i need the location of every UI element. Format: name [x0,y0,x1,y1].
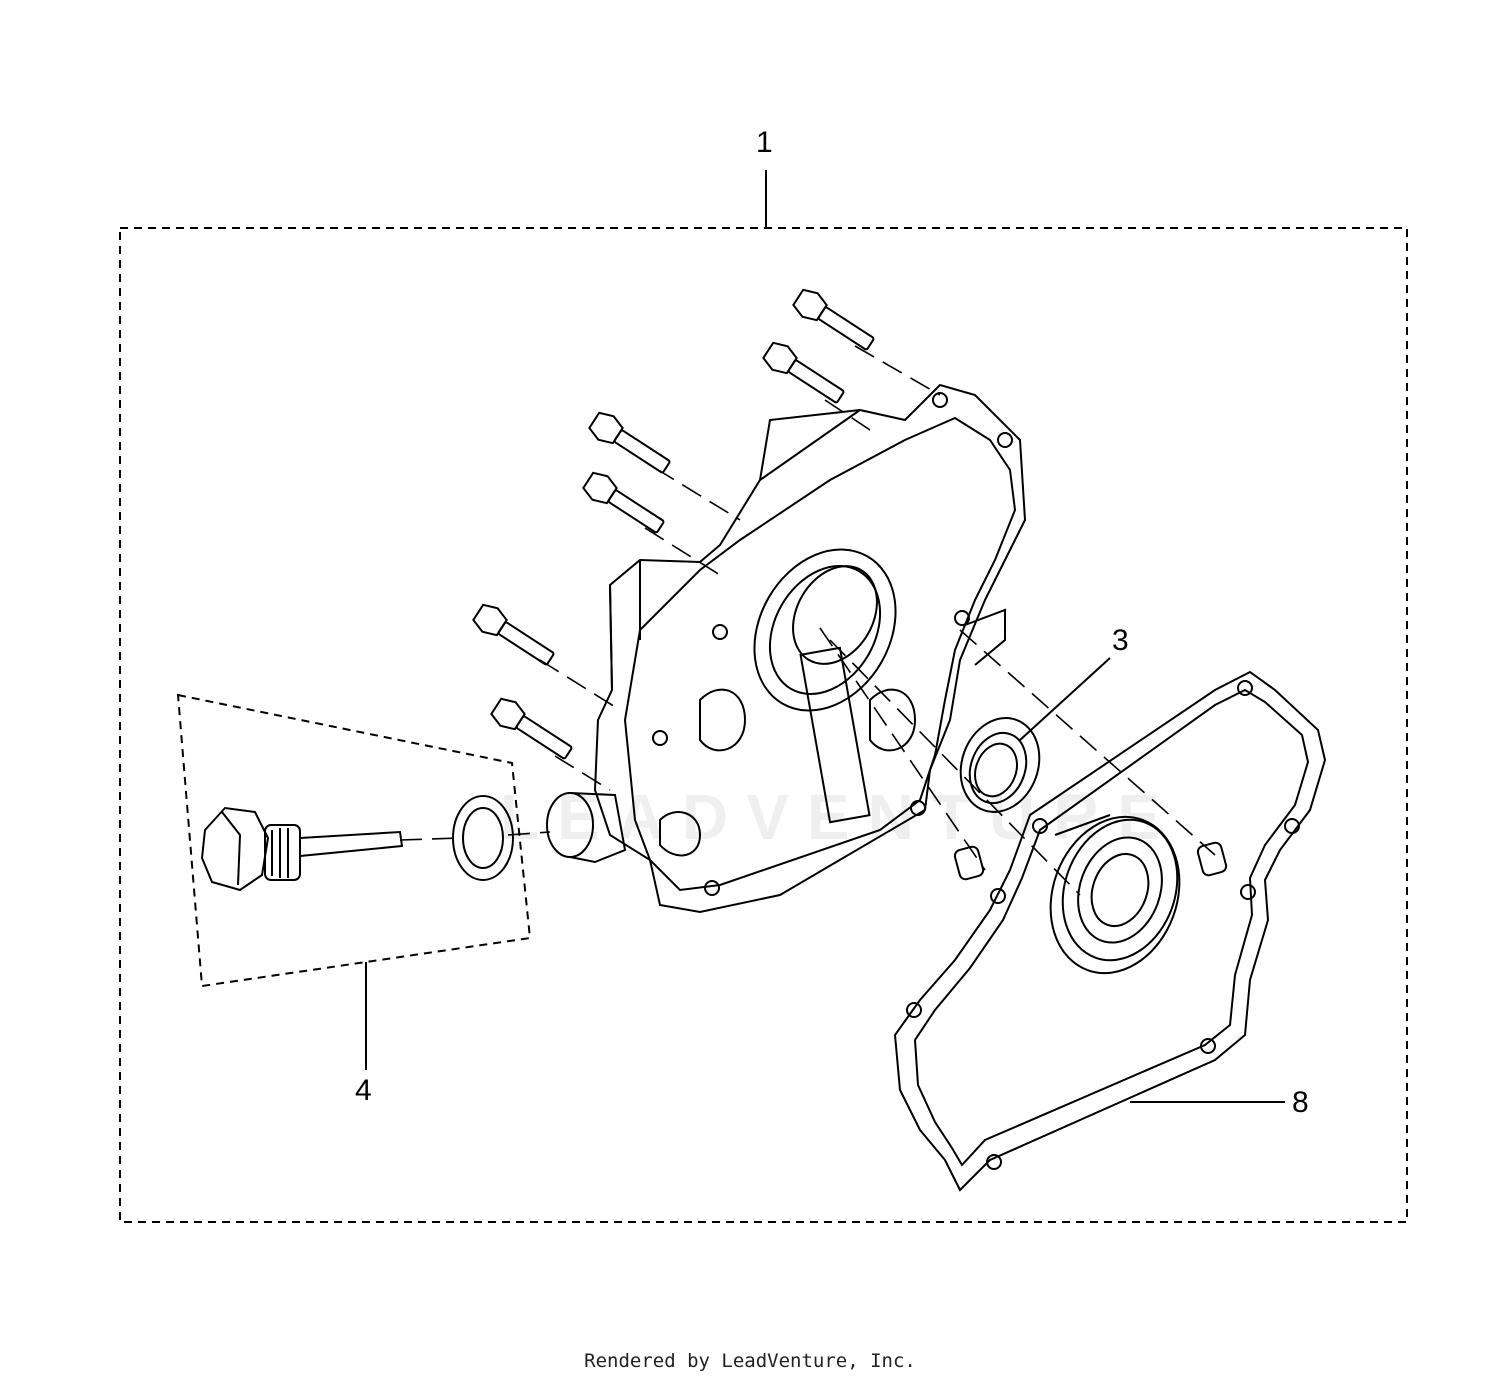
bolt [472,603,555,666]
ball-bearing [1049,814,1181,975]
o-ring [452,795,514,881]
crankcase-cover [593,383,1027,914]
kit-boundary-box [119,170,1408,1223]
callout-3: 3 [1112,624,1129,657]
bolt [490,697,573,760]
footer-credit: Rendered by LeadVenture, Inc. [584,1350,916,1372]
leader-line-3 [1019,657,1111,741]
oil-fill-neck [546,792,627,864]
oil-seal [959,717,1041,813]
callout-4: 4 [355,1074,372,1107]
dowel-pins [953,841,1228,881]
dipstick-kit-box [176,693,532,1070]
bolt [762,341,845,404]
bolt [588,411,671,474]
bolt [582,471,665,534]
gasket [893,670,1327,1192]
flange-bolts [472,288,875,760]
callout-1: 1 [756,126,773,159]
dipstick-cap [200,806,404,892]
callout-8: 8 [1292,1086,1309,1119]
watermark-text: LEADVENTURE [500,781,1179,853]
assembly-center-lines [399,345,1216,896]
bolt [792,288,875,351]
